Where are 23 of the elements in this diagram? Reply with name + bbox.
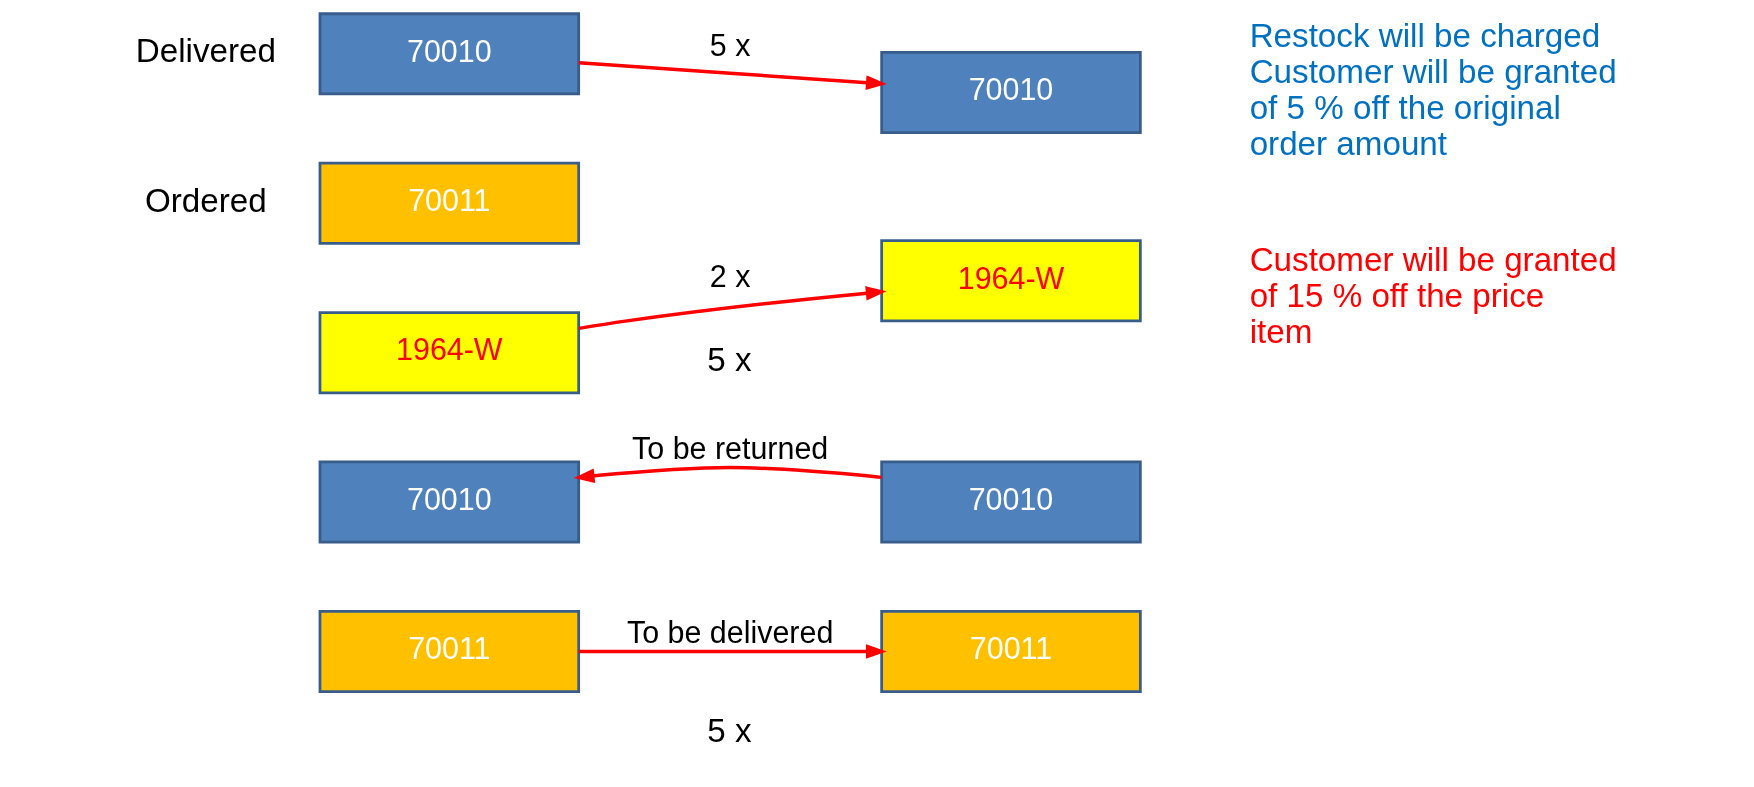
node-box: 1964-W (318, 311, 580, 395)
edge-label: To be returned (631, 430, 828, 465)
node-box: 70010 (318, 12, 580, 96)
node-box: 70010 (879, 460, 1142, 544)
label: Customer will be granted of 15 % off the price item (1249, 241, 1617, 351)
node-box: 70011 (318, 610, 580, 693)
arrow (578, 644, 887, 659)
edge-label: To be delivered (626, 614, 833, 649)
node-label: Delivered (135, 32, 276, 70)
arrow (578, 61, 887, 90)
node-box: 70011 (318, 161, 580, 245)
label: 5 x (706, 340, 752, 378)
arrow (573, 465, 882, 483)
node-box: 70010 (318, 460, 580, 544)
node-label: Ordered (144, 181, 267, 219)
label: Restock will be charged Customer will be granted of 5 % off the original order amount (1249, 17, 1617, 163)
node-box: 70011 (879, 610, 1142, 693)
label: 5 x (706, 711, 752, 749)
edge-label: 5 x (709, 28, 750, 63)
node-box: 70010 (879, 51, 1142, 135)
node-box: 1964-W (879, 239, 1142, 323)
edge-label: 2 x (709, 259, 750, 294)
arrow (578, 286, 887, 331)
